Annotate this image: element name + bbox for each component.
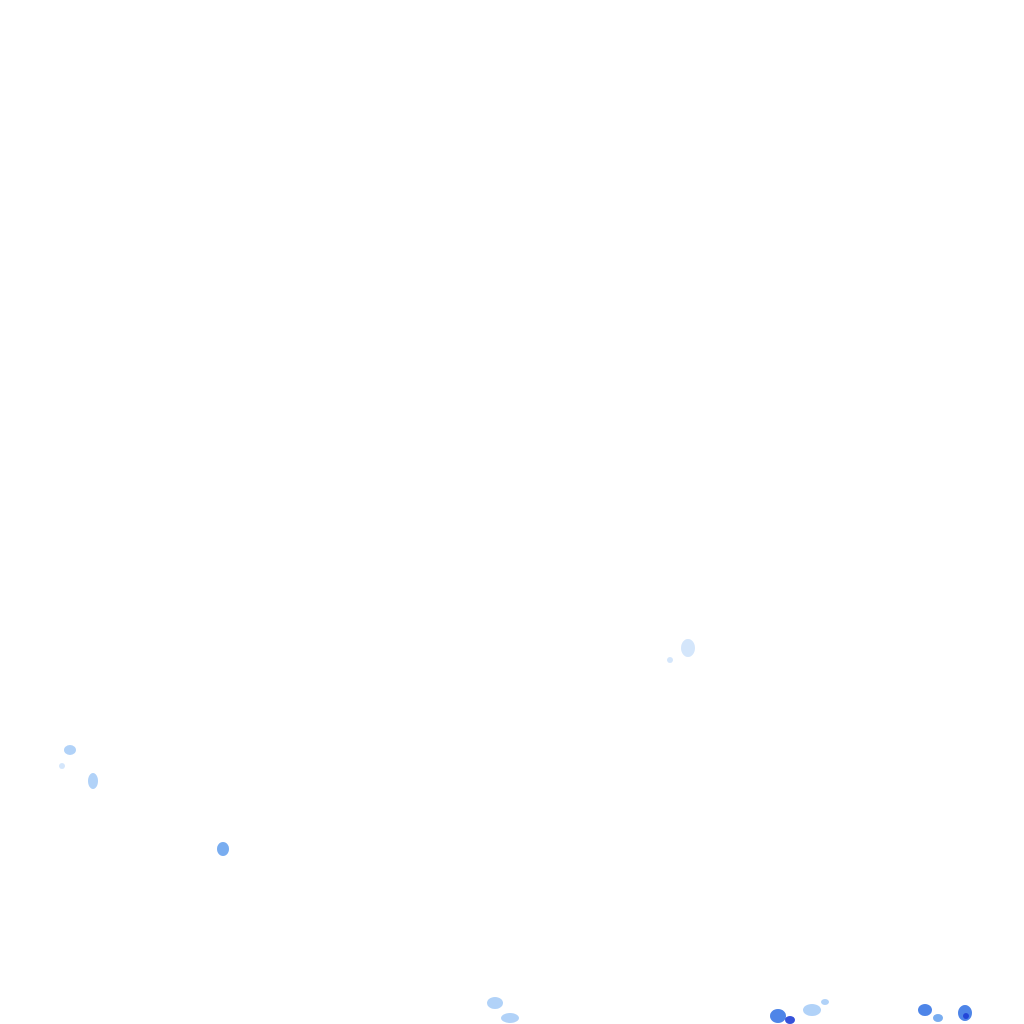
echo-cell-southeast-c — [918, 1004, 932, 1016]
echo-cluster-west-b — [88, 773, 98, 789]
echo-fragment-west — [59, 763, 65, 769]
echo-cell-southeast-d — [933, 1014, 943, 1022]
echo-cluster-west-a — [64, 745, 76, 755]
echo-core-southeast-a — [785, 1016, 795, 1024]
echo-cluster-south-a — [487, 997, 503, 1009]
echo-cluster-center — [681, 639, 695, 657]
echo-fragment-southeast — [821, 999, 829, 1005]
echo-cell-southeast-a — [770, 1009, 786, 1023]
echo-fragment-center — [667, 657, 673, 663]
echo-cluster-south-b — [501, 1013, 519, 1023]
echo-core-southeast-e — [963, 1013, 969, 1019]
echo-cell-southwest — [217, 842, 229, 856]
precipitation-echoes — [59, 639, 972, 1024]
echo-cluster-southeast-b — [803, 1004, 821, 1016]
